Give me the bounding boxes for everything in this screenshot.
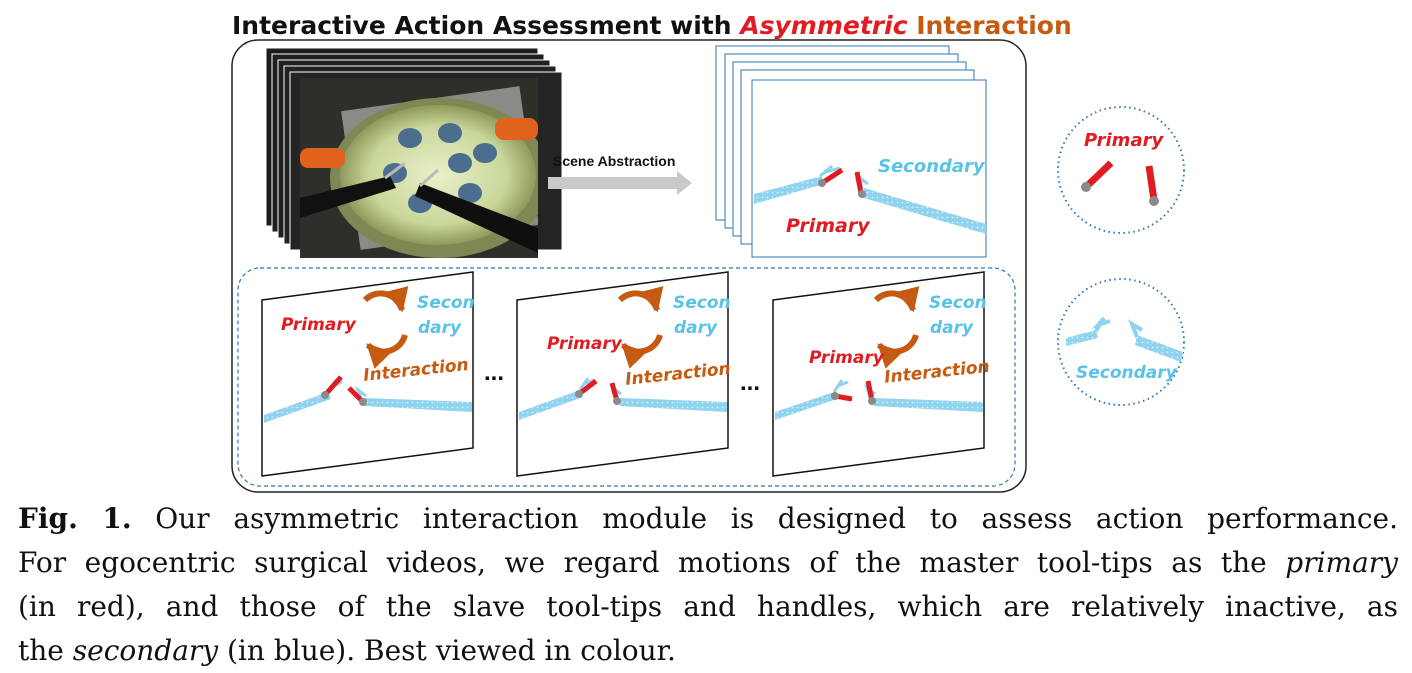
panel-2-secondary-label-1: Secon	[673, 293, 731, 313]
interaction-sequence-box	[237, 267, 1016, 487]
card-secondary-label: Secondary	[878, 156, 986, 177]
panel-1-primary-label: Primary	[281, 315, 357, 335]
card-primary-label: Primary	[786, 215, 871, 237]
title-part-1: Interactive Action Assessment with	[232, 11, 740, 40]
caption-line-1-text: Our asymmetric interaction module is des…	[131, 502, 1398, 535]
panel-1-secondary-label-2: dary	[418, 318, 462, 338]
outer-frame	[231, 39, 1027, 493]
legend-primary-label: Primary	[1084, 130, 1164, 151]
secondary-handle-right	[864, 188, 986, 234]
title-part-3: Interaction	[908, 11, 1072, 40]
panel-1-secondary-label-1: Secon	[417, 293, 475, 313]
scene-abstraction-label: Scene Abstraction	[553, 153, 675, 169]
abstraction-card-front: Secondary Primary	[754, 156, 986, 237]
caption-line-4-c: (in blue). Best viewed in colour.	[218, 634, 676, 667]
sequence-ellipsis-2: ...	[740, 369, 760, 396]
figure-caption: Fig. 1. Our asymmetric interaction modul…	[18, 497, 1398, 673]
scene-abstraction-arrow	[548, 171, 692, 195]
caption-fig-label: Fig. 1.	[18, 502, 132, 535]
interaction-panel-1: Primary Secon dary Interaction	[261, 271, 475, 477]
panel-2-secondary-label-2: dary	[674, 318, 718, 338]
figure: Interactive Action Assessment with Asymm…	[231, 11, 1185, 493]
caption-secondary-term: secondary	[72, 634, 219, 667]
interaction-panel-3: Primary Secon dary Interaction	[772, 271, 991, 477]
title-part-2: Asymmetric	[738, 11, 907, 40]
secondary-handle-left	[754, 176, 824, 204]
legend-primary: Primary	[1057, 106, 1185, 234]
panel-2-primary-label: Primary	[547, 334, 623, 354]
abstraction-card-stack	[715, 45, 987, 258]
caption-line-3: (in red), and those of the slave tool-ti…	[18, 590, 1398, 623]
interaction-panel-2: Primary Secon dary Interaction	[516, 271, 732, 477]
caption-primary-term: primary	[1285, 546, 1398, 579]
surgical-video-frame	[300, 78, 538, 258]
panel-3-secondary-label-1: Secon	[929, 293, 987, 313]
panel-3-secondary-label-2: dary	[930, 318, 974, 338]
sequence-ellipsis-1: ...	[484, 359, 504, 386]
legend-secondary: Secondary	[1057, 278, 1185, 406]
caption-line-1: Fig. 1. Our asymmetric interaction modul…	[18, 497, 1398, 541]
figure-title: Interactive Action Assessment with Asymm…	[232, 11, 1072, 40]
caption-line-2: For egocentric surgical videos, we regar…	[18, 541, 1398, 585]
caption-line-4-a: the	[18, 634, 73, 667]
panel-3-primary-label: Primary	[809, 348, 885, 368]
caption-line-4: the secondary (in blue). Best viewed in …	[18, 629, 1398, 673]
caption-line-2-text: For egocentric surgical videos, we regar…	[18, 546, 1286, 579]
legend-secondary-label: Secondary	[1076, 363, 1178, 383]
primary-tip-right	[854, 171, 864, 194]
